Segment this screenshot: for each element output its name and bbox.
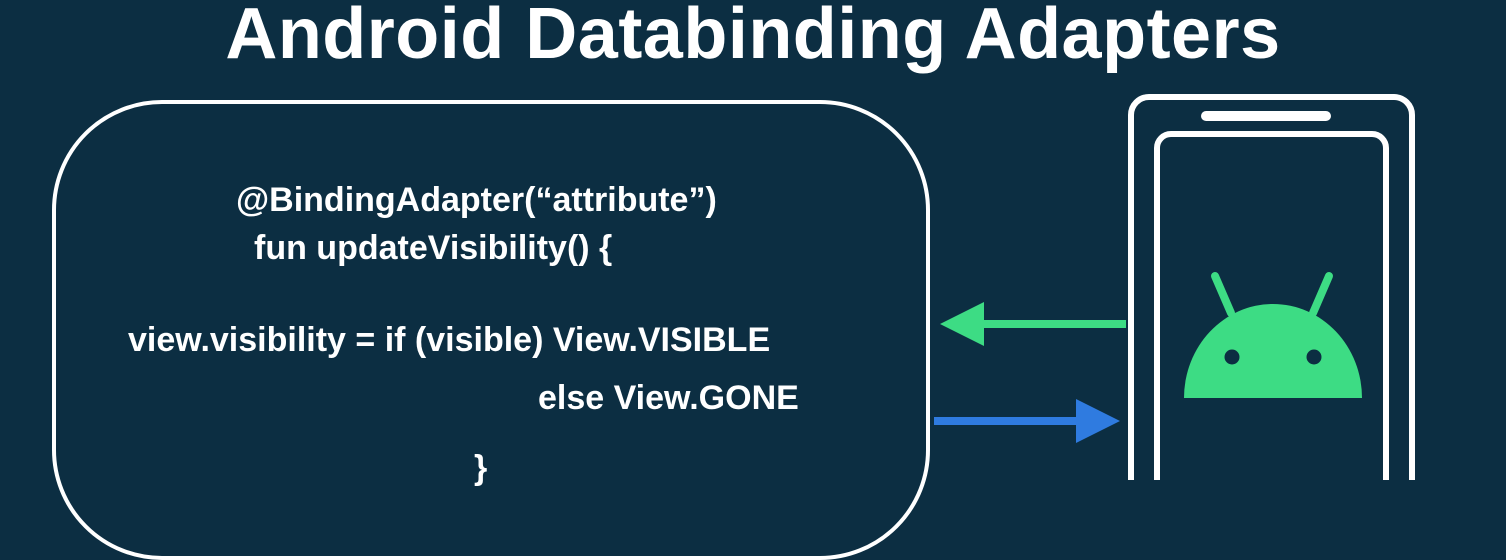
phone-icon	[1128, 94, 1415, 480]
diagram-graphics	[934, 94, 1415, 480]
code-line-annotation: @BindingAdapter(“attribute”)	[236, 181, 717, 219]
code-line-assignment: view.visibility = if (visible) View.VISI…	[128, 321, 771, 359]
code-line-function-signature: fun updateVisibility() {	[254, 229, 613, 267]
arrow-left-icon	[940, 302, 1126, 346]
arrow-right-icon	[934, 399, 1120, 443]
page-title: Android Databinding Adapters	[225, 0, 1281, 74]
android-robot-icon	[1184, 272, 1362, 398]
code-line-else-branch: else View.GONE	[538, 379, 799, 417]
code-line-closing-brace: }	[474, 449, 488, 487]
